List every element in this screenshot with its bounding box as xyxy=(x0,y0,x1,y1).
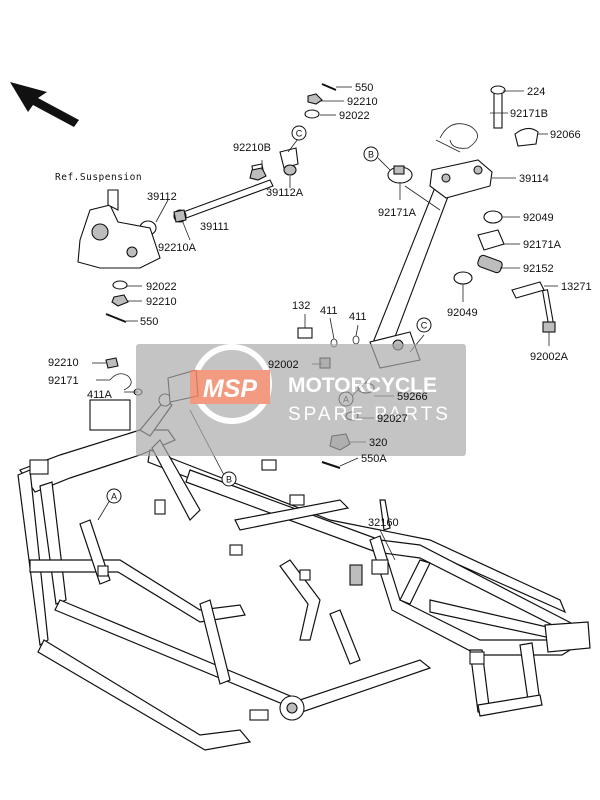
label-92002A: 92002A xyxy=(530,351,569,363)
label-92210-mid: 92210 xyxy=(146,296,177,308)
label-411A: 411A xyxy=(87,389,113,401)
svg-text:C: C xyxy=(421,321,428,331)
label-39112A: 39112A xyxy=(266,187,304,199)
watermark-logo-icon: MSP xyxy=(190,344,272,424)
label-92171A-right: 92171A xyxy=(523,239,562,251)
label-92171: 92171 xyxy=(48,375,79,387)
label-92210B: 92210B xyxy=(233,142,271,154)
label-92210A: 92210A xyxy=(158,242,197,254)
leader-lines xyxy=(92,86,558,561)
callout-circle-c-mid: C xyxy=(416,317,432,333)
label-92022-mid: 92022 xyxy=(146,281,177,293)
label-92002: 92002 xyxy=(268,359,299,371)
label-13271: 13271 xyxy=(561,281,592,293)
label-92171B: 92171B xyxy=(510,108,548,120)
label-92152: 92152 xyxy=(523,263,554,275)
label-411-b: 411 xyxy=(349,311,367,323)
label-92022-top: 92022 xyxy=(339,110,370,122)
svg-text:MSP: MSP xyxy=(203,375,258,403)
label-92210-left: 92210 xyxy=(48,357,79,369)
frame-32160 xyxy=(17,393,591,751)
svg-text:B: B xyxy=(368,150,374,160)
part-labels: 550 92210 92022 224 92171B 92066 92210B … xyxy=(48,82,592,529)
svg-text:B: B xyxy=(226,475,232,485)
label-224: 224 xyxy=(527,86,545,98)
callout-circle-a-low: A xyxy=(106,488,122,504)
callout-circle-b-low: B xyxy=(221,471,237,487)
label-39111: 39111 xyxy=(200,221,229,233)
svg-text:A: A xyxy=(111,492,117,502)
right-side-parts xyxy=(453,210,556,333)
label-92210-top: 92210 xyxy=(347,96,378,108)
label-411-a: 411 xyxy=(320,305,338,317)
label-92171A-left: 92171A xyxy=(378,207,417,219)
callout-circle-b-top: B xyxy=(363,146,379,162)
label-92027: 92027 xyxy=(377,413,408,425)
label-132: 132 xyxy=(292,300,310,312)
callout-circle-c-top: C xyxy=(291,125,307,141)
knuckle-ref-suspension xyxy=(77,189,161,269)
label-59266: 59266 xyxy=(397,391,428,403)
watermark-line1: MOTORCYCLE xyxy=(288,374,437,397)
cap-92066 xyxy=(514,127,539,147)
clamp-92171B xyxy=(435,85,506,153)
label-550-top: 550 xyxy=(355,82,373,94)
label-32160: 32160 xyxy=(368,517,399,529)
label-39112: 39112 xyxy=(147,191,177,203)
watermark: MSP MOTORCYCLE SPARE PARTS xyxy=(136,344,466,456)
label-92049-top: 92049 xyxy=(523,212,554,224)
label-550-mid: 550 xyxy=(140,316,158,328)
watermark-line2: SPARE PARTS xyxy=(288,404,451,425)
svg-text:C: C xyxy=(296,129,303,139)
label-92049-low: 92049 xyxy=(447,307,478,319)
direction-arrow-icon xyxy=(10,82,79,127)
ref-suspension-label: Ref.Suspension xyxy=(55,172,142,183)
handlebar-holder-39114 xyxy=(387,159,493,199)
label-550A: 550A xyxy=(361,453,387,465)
label-320: 320 xyxy=(369,437,387,449)
label-39114: 39114 xyxy=(519,173,549,185)
label-92066: 92066 xyxy=(550,129,581,141)
